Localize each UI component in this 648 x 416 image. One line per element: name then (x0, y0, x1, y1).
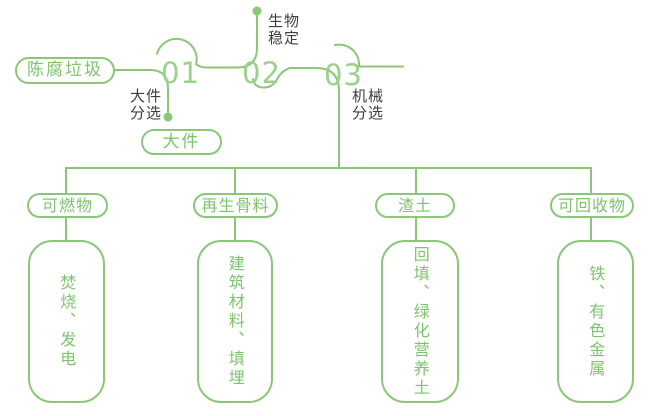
category-label: 可燃物 (41, 195, 93, 215)
source-node-label: 陈腐垃圾 (27, 60, 103, 80)
category-label: 可回收物 (557, 195, 626, 215)
line-02-to-trunk (252, 67, 340, 169)
disposal-text: 铁、有色金属 (586, 264, 606, 379)
category-label: 渣土 (397, 195, 432, 215)
connector-dot-bio (252, 6, 262, 16)
process-label-mechanical-sorting: 机械 分选 (352, 87, 385, 122)
disposal-box-backfill: 回填、绿化营养土 (381, 240, 459, 403)
bulky-item-label: 大件 (162, 131, 201, 152)
category-node-combustible: 可燃物 (27, 193, 108, 218)
line-distribution (65, 167, 592, 194)
line-arc-03-exit (334, 43, 404, 68)
stage-number-01: 01 (161, 56, 200, 90)
stage-number-02: 02 (242, 56, 281, 90)
source-node-aged-waste: 陈腐垃圾 (15, 57, 115, 84)
category-node-residue-soil: 渣土 (375, 193, 455, 218)
disposal-text: 回填、绿化营养土 (410, 245, 430, 398)
line-arc-01-to-02 (156, 15, 258, 69)
disposal-text: 建筑材料、填埋 (225, 255, 245, 388)
disposal-box-building-material: 建筑材料、填埋 (197, 240, 273, 403)
connector-dot-bulky (163, 112, 173, 122)
category-label: 再生骨料 (201, 195, 270, 215)
disposal-box-metals: 铁、有色金属 (557, 240, 634, 403)
disposal-text: 焚烧、发电 (57, 274, 77, 369)
stage-number-03: 03 (324, 58, 363, 92)
bulky-item-node: 大件 (141, 129, 222, 155)
process-label-bulky-sorting: 大件 分选 (130, 87, 163, 122)
process-label-bio-stabilization: 生物 稳定 (268, 12, 301, 47)
disposal-box-incineration: 焚烧、发电 (28, 240, 105, 403)
category-node-recycled-aggregate: 再生骨料 (193, 193, 278, 218)
line-source-to-bulky-branch (114, 69, 169, 113)
category-node-recyclable: 可回收物 (550, 193, 634, 218)
